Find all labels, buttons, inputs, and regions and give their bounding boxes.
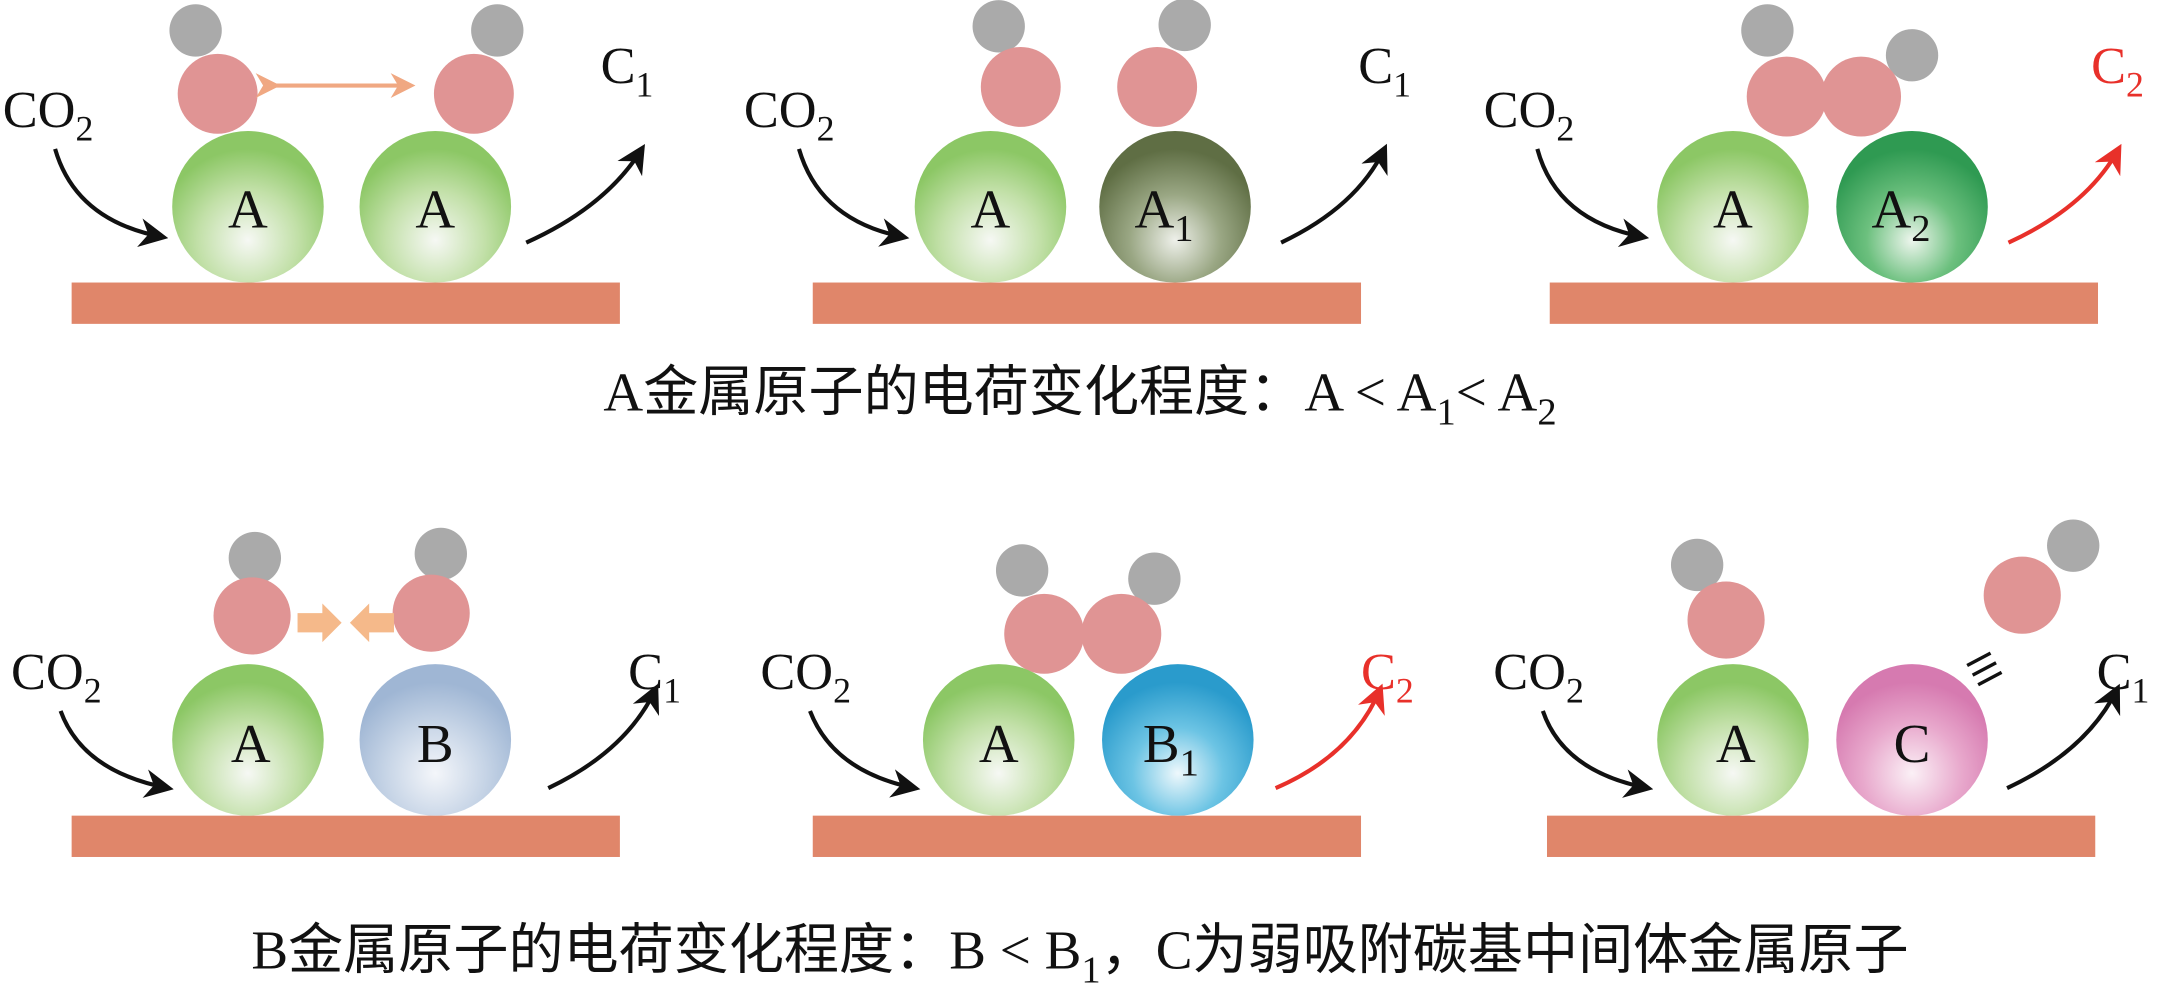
carbon-atom bbox=[1885, 29, 1939, 82]
product-label-c2: C2 bbox=[2091, 37, 2144, 105]
inflow-arrow bbox=[796, 148, 910, 247]
carbon-atom bbox=[169, 4, 222, 57]
outflow-arrow-c2 bbox=[1274, 683, 1385, 790]
atom-label: A bbox=[979, 713, 1019, 774]
metal-atom-a2 bbox=[1836, 131, 1988, 283]
atom-label: A bbox=[228, 178, 268, 239]
carbon-atom bbox=[1128, 552, 1181, 605]
panel-row1-3: CO2 C2 A A2 bbox=[1484, 4, 2144, 324]
attraction-arrows bbox=[297, 603, 394, 643]
adsorbate-atom bbox=[433, 53, 514, 134]
carbon-atom bbox=[995, 544, 1049, 597]
outflow-arrow bbox=[525, 143, 645, 245]
carbon-atom bbox=[1158, 0, 1211, 52]
substrate-bar bbox=[71, 282, 620, 324]
reactant-label: CO2 bbox=[760, 643, 851, 711]
adsorbate-atom bbox=[1746, 56, 1827, 137]
metal-atom-a1 bbox=[1099, 131, 1251, 283]
panel-row2-3: CO2 C1 A C bbox=[1493, 519, 2149, 857]
substrate-bar bbox=[812, 282, 1362, 324]
reactant-label: CO2 bbox=[1493, 643, 1584, 711]
adsorbate-atom bbox=[1004, 593, 1085, 674]
metal-atom-b1 bbox=[1102, 664, 1254, 816]
panel-row2-1: CO2 C1 A B bbox=[11, 527, 681, 857]
product-label: C1 bbox=[601, 37, 654, 105]
carbon-atom bbox=[471, 4, 524, 57]
atom-label: A bbox=[971, 178, 1011, 239]
product-label-c2: C2 bbox=[1361, 643, 1414, 711]
adsorbate-atom bbox=[1821, 56, 1902, 137]
atom-label: A1 bbox=[1134, 178, 1193, 250]
metal-atom-a bbox=[1657, 131, 1809, 283]
atom-label: A bbox=[1713, 178, 1753, 239]
reactant-label: CO2 bbox=[11, 643, 102, 711]
adsorbate-atom bbox=[1081, 593, 1162, 674]
carbon-atom bbox=[1670, 538, 1724, 592]
panel-row2-2: CO2 C2 A B1 bbox=[760, 544, 1414, 857]
inflow-arrow bbox=[1535, 148, 1650, 247]
carbon-atom bbox=[414, 527, 467, 581]
panel-row1-2: CO2 C1 A A1 bbox=[744, 0, 1411, 324]
atom-label: B bbox=[417, 713, 454, 774]
carbon-atom bbox=[228, 531, 282, 585]
inflow-arrow bbox=[58, 710, 174, 798]
adsorbate-atom bbox=[177, 53, 258, 134]
metal-atom-a bbox=[172, 131, 324, 283]
outflow-arrow bbox=[2006, 683, 2121, 790]
substrate-bar bbox=[1546, 815, 2096, 857]
metal-atom-a bbox=[1657, 664, 1809, 816]
adsorbate-atom bbox=[980, 46, 1061, 127]
weak-bond-lines bbox=[1966, 651, 2003, 687]
adsorbate-atom bbox=[392, 574, 470, 652]
metal-atom-a bbox=[172, 664, 324, 816]
outflow-arrow bbox=[1280, 143, 1388, 245]
inflow-arrow bbox=[1540, 710, 1654, 798]
inflow-arrow bbox=[53, 148, 169, 247]
carbon-atom bbox=[2047, 519, 2100, 572]
substrate-bar bbox=[1549, 282, 2099, 324]
reactant-label: CO2 bbox=[3, 81, 94, 149]
caption-row2: B金属原子的电荷变化程度：B < B1，C为弱吸附碳基中间体金属原子 bbox=[251, 920, 1908, 992]
atom-label: A bbox=[231, 713, 271, 774]
reactant-label: CO2 bbox=[1484, 81, 1575, 149]
product-label: C1 bbox=[2097, 643, 2150, 711]
product-label: C1 bbox=[1358, 37, 1411, 105]
metal-atom-a bbox=[914, 131, 1067, 283]
reactant-label: CO2 bbox=[744, 81, 835, 149]
atom-label: A bbox=[415, 178, 455, 239]
substrate-bar bbox=[71, 815, 620, 857]
panel-row1-1: CO2 C1 A A bbox=[3, 4, 654, 324]
metal-atom-c bbox=[1836, 664, 1988, 816]
adsorbate-atom bbox=[1117, 46, 1198, 127]
product-label: C1 bbox=[628, 643, 681, 711]
metal-atom-a bbox=[922, 664, 1075, 816]
carbon-atom bbox=[972, 0, 1025, 53]
caption-row1: A金属原子的电荷变化程度：A < A1< A2 bbox=[603, 362, 1556, 434]
substrate-bar bbox=[812, 815, 1362, 857]
metal-atom-a bbox=[359, 131, 512, 283]
atom-label: A2 bbox=[1871, 178, 1930, 250]
inflow-arrow bbox=[808, 710, 921, 798]
outflow-arrow-c2 bbox=[2007, 143, 2122, 245]
metal-atom-b bbox=[359, 664, 512, 816]
adsorbate-atom-detached bbox=[1983, 556, 2061, 634]
adsorbate-atom bbox=[213, 577, 291, 655]
atom-label: B1 bbox=[1143, 713, 1199, 785]
carbon-atom bbox=[1741, 4, 1794, 57]
outflow-arrow bbox=[547, 683, 660, 790]
atom-label: A bbox=[1716, 713, 1756, 774]
adsorbate-atom bbox=[1687, 581, 1765, 659]
atom-label: C bbox=[1894, 713, 1931, 774]
